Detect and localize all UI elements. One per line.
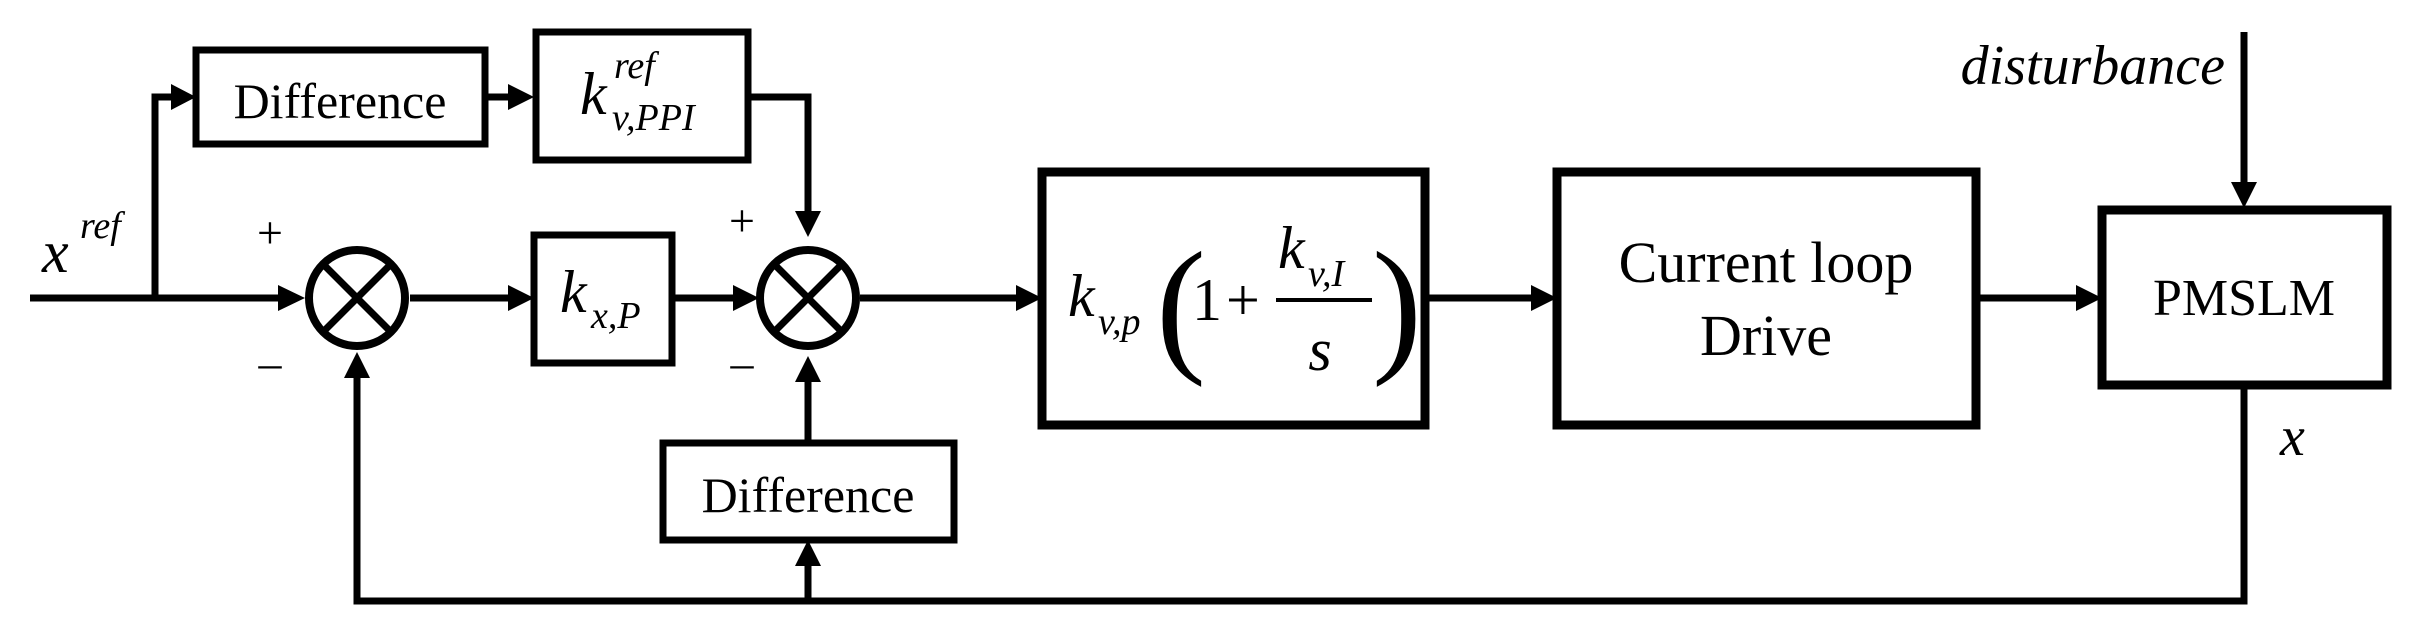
kvppi-superscript: ref (614, 45, 659, 87)
reference-superscript: ref (80, 205, 125, 247)
current-loop-line1: Current loop (1619, 230, 1914, 295)
reference-label: x ref (41, 205, 125, 285)
kvppi-block: k ref v,PPI (532, 28, 752, 164)
pi-close-paren: ) (1372, 222, 1422, 388)
reference-symbol: x (41, 219, 69, 285)
arrow-into-sum2-left (733, 285, 759, 311)
sum1-plus-sign: + (257, 207, 283, 258)
pi-num-symbol: k (1278, 215, 1306, 281)
kvppi-subscript: v,PPI (612, 97, 697, 139)
difference-top-label: Difference (234, 73, 447, 129)
pi-one: 1 (1192, 267, 1222, 333)
difference-bottom-label: Difference (702, 467, 915, 523)
signal-lines (30, 32, 2248, 605)
sum-junction-1 (305, 246, 409, 350)
arrow-into-plant (2076, 285, 2102, 311)
pi-gain-subscript: v,p (1098, 301, 1141, 343)
sum1-minus-sign: – (258, 337, 283, 388)
kxp-symbol: k (560, 259, 588, 325)
arrow-disturbance (2231, 182, 2257, 208)
sum-junction-2 (756, 246, 860, 350)
arrow-into-kvppi (508, 84, 534, 110)
pmslm-block: PMSLM (2097, 205, 2392, 390)
kxp-subscript: x,P (590, 295, 641, 337)
arrow-difference-to-sum2 (795, 356, 821, 382)
arrow-into-current-loop (1531, 285, 1557, 311)
pi-num-subscript: v,I (1308, 253, 1347, 295)
arrow-into-sum1 (278, 285, 305, 311)
difference-block-top: Difference (192, 46, 489, 148)
kxp-block: k x,P (530, 231, 676, 367)
current-loop-block: Current loop Drive (1552, 167, 1981, 430)
pi-plus: + (1226, 267, 1260, 333)
disturbance-label: disturbance (1961, 35, 2225, 97)
velocity-pi-block: k v,p ( 1 + k v,I s ) (1037, 167, 1430, 430)
output-label: x (2279, 406, 2305, 468)
sum2-plus-sign: + (729, 195, 755, 246)
feedback-line (353, 370, 2248, 605)
pi-denominator: s (1308, 317, 1331, 383)
kvppi-symbol: k (580, 61, 608, 127)
pmslm-label: PMSLM (2153, 270, 2335, 327)
arrow-into-sum2-top (795, 211, 821, 237)
arrow-into-pi (1016, 285, 1042, 311)
feedforward-branch-line (151, 93, 178, 298)
arrow-into-kxp (508, 285, 534, 311)
current-loop-line2: Drive (1700, 303, 1832, 368)
pi-gain-symbol: k (1068, 263, 1096, 329)
pi-open-paren: ( (1156, 222, 1206, 388)
kvppi-to-sum2-line (748, 93, 812, 225)
arrow-into-difference-top (171, 84, 196, 110)
sum2-minus-sign: – (730, 337, 755, 388)
arrow-feedback-sum1 (344, 352, 370, 378)
arrow-feedback-difference (795, 540, 821, 566)
difference-block-bottom: Difference (659, 439, 958, 544)
arrowheads (171, 84, 2257, 566)
